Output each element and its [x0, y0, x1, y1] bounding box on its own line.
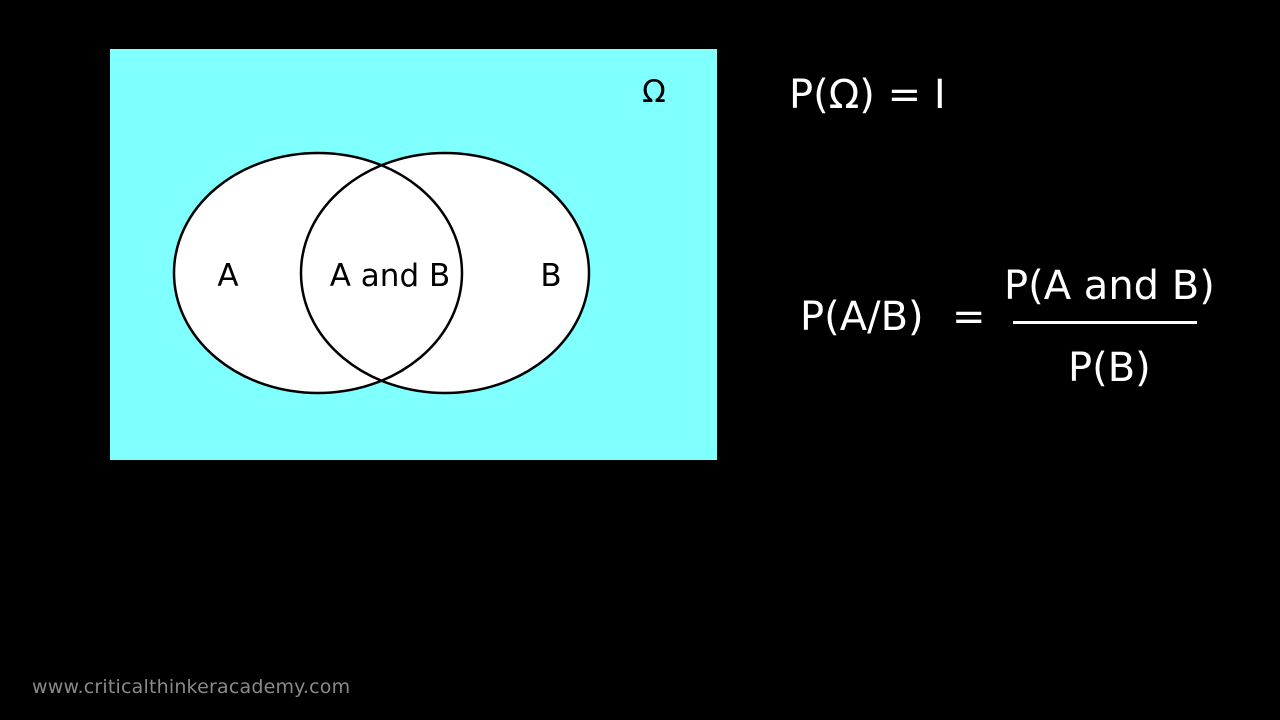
- fraction-numerator: P(A and B): [1004, 263, 1215, 309]
- universe-probability-formula: P(Ω) = I: [789, 72, 946, 118]
- set-a-label: A: [217, 258, 238, 294]
- fraction-denominator: P(B): [1068, 345, 1151, 391]
- equals-sign: =: [952, 294, 986, 340]
- set-b-fill: [301, 153, 589, 393]
- universe-omega-label: Ω: [642, 74, 666, 110]
- intersection-label: A and B: [330, 258, 451, 294]
- fraction-bar: [1013, 321, 1197, 324]
- set-b-circle: [299, 151, 591, 395]
- set-a-circle: [172, 151, 464, 395]
- conditional-probability-lhs: P(A/B): [800, 294, 924, 340]
- set-b-label: B: [540, 258, 561, 294]
- website-watermark: www.criticalthinkeracademy.com: [32, 676, 351, 698]
